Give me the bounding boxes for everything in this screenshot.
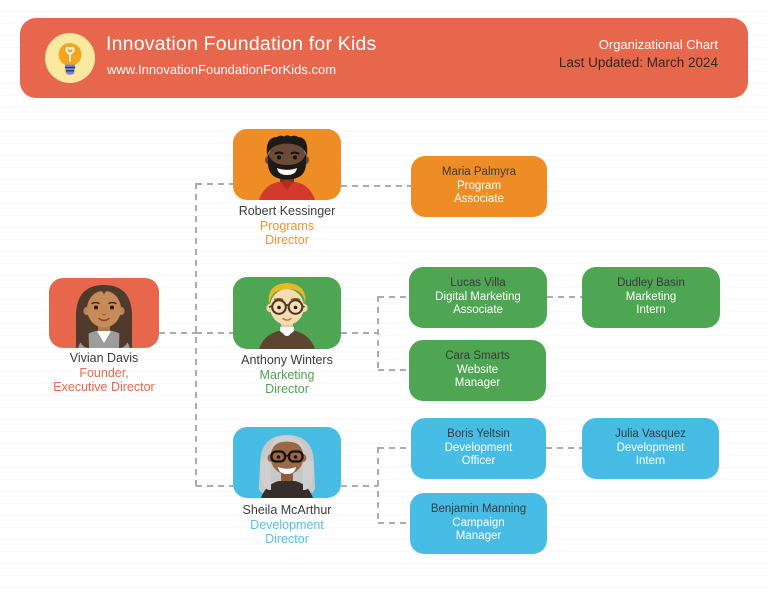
connector-development-vertical — [377, 447, 379, 524]
role-box-cara-smarts: Cara Smarts Website Manager — [409, 340, 546, 401]
person-role-line-2: Intern — [635, 455, 666, 468]
chart-subtitle: Organizational Chart — [598, 37, 718, 52]
person-name: Maria Palmyra — [441, 165, 517, 178]
person-role-line-1: Campaign — [452, 516, 505, 529]
person-name: Robert Kessinger — [238, 204, 336, 218]
connector-programs-to-associate — [341, 185, 411, 187]
person-label-sheila-mcarthur: Sheila McArthur Development Director — [202, 503, 372, 547]
person-role-line-2: Officer — [461, 455, 496, 468]
connector-to-development-director — [196, 485, 233, 487]
connector-to-cara — [378, 369, 409, 371]
person-name: Benjamin Manning — [430, 502, 527, 515]
connector-to-boris — [378, 447, 411, 449]
person-role-line-2: Director — [265, 382, 309, 396]
role-box-lucas-villa: Lucas Villa Digital Marketing Associate — [409, 267, 547, 328]
person-card-vivian-davis — [49, 278, 159, 348]
person-name: Sheila McArthur — [242, 503, 332, 517]
person-role-line-1: Development — [616, 441, 685, 454]
connector-lucas-to-dudley — [547, 296, 582, 298]
person-name: Anthony Winters — [241, 353, 333, 367]
person-name: Dudley Basin — [617, 276, 685, 289]
person-name: Lucas Villa — [450, 276, 506, 289]
connector-root-to-trunk — [159, 332, 196, 334]
connector-trunk-vertical — [195, 183, 197, 487]
last-updated-text: Last Updated: March 2024 — [558, 55, 718, 70]
connector-to-benjamin — [378, 522, 410, 524]
person-name: Vivian Davis — [69, 351, 139, 365]
page-title: Innovation Foundation for Kids — [106, 33, 377, 55]
role-box-julia-vasquez: Julia Vasquez Development Intern — [582, 418, 719, 479]
person-card-anthony-winters — [233, 277, 341, 349]
person-role-line-1: Program — [456, 179, 502, 192]
person-role-line-2: Director — [265, 532, 309, 546]
connector-to-programs-director — [196, 183, 233, 185]
person-label-anthony-winters: Anthony Winters Marketing Director — [202, 353, 372, 397]
lightbulb-icon — [45, 33, 95, 83]
person-role-line-1: Website — [456, 363, 499, 376]
person-role-line-2: Director — [265, 233, 309, 247]
avatar-robert-kessinger — [259, 135, 315, 200]
person-role-line-2: Associate — [453, 304, 503, 317]
avatar-sheila-mcarthur — [258, 435, 316, 498]
person-role-line-2: Executive Director — [53, 380, 155, 394]
person-role-line-1: Marketing — [625, 290, 677, 303]
header-banner: Innovation Foundation for Kids www.Innov… — [20, 18, 748, 98]
role-box-benjamin-manning: Benjamin Manning Campaign Manager — [410, 493, 547, 554]
connector-to-marketing-director — [196, 332, 233, 334]
person-role-line-1: Marketing — [259, 367, 315, 382]
role-box-boris-yeltsin: Boris Yeltsin Development Officer — [411, 418, 546, 479]
person-label-robert-kessinger: Robert Kessinger Programs Director — [202, 204, 372, 248]
connector-marketing-vertical — [377, 296, 379, 372]
person-card-sheila-mcarthur — [233, 427, 341, 498]
person-role-line-2: Manager — [455, 530, 502, 543]
person-role-line-1: Digital Marketing — [435, 290, 521, 303]
person-name: Boris Yeltsin — [447, 427, 510, 440]
person-role-line-1: Programs — [259, 218, 315, 233]
avatar-anthony-winters — [259, 283, 315, 349]
role-box-maria-palmyra: Maria Palmyra Program Associate — [411, 156, 547, 217]
connector-development-branch — [341, 485, 378, 487]
person-name: Cara Smarts — [445, 349, 510, 362]
person-role-line-1: Development — [444, 441, 513, 454]
person-role-line-2: Manager — [454, 377, 501, 390]
person-role-line-2: Intern — [636, 304, 666, 317]
person-role-line-1: Development — [250, 517, 324, 532]
connector-marketing-branch — [341, 332, 378, 334]
avatar-vivian-davis — [76, 285, 132, 348]
person-card-robert-kessinger — [233, 129, 341, 200]
connector-to-lucas — [378, 296, 409, 298]
person-name: Julia Vasquez — [615, 427, 686, 440]
website-url: www.InnovationFoundationForKids.com — [107, 62, 337, 77]
role-box-dudley-basin: Dudley Basin Marketing Intern — [582, 267, 720, 328]
person-role-line-2: Associate — [454, 193, 504, 206]
connector-boris-to-julia — [546, 447, 582, 449]
person-label-vivian-davis: Vivian Davis Founder, Executive Director — [19, 351, 189, 395]
person-role-line-1: Founder, — [79, 365, 129, 380]
